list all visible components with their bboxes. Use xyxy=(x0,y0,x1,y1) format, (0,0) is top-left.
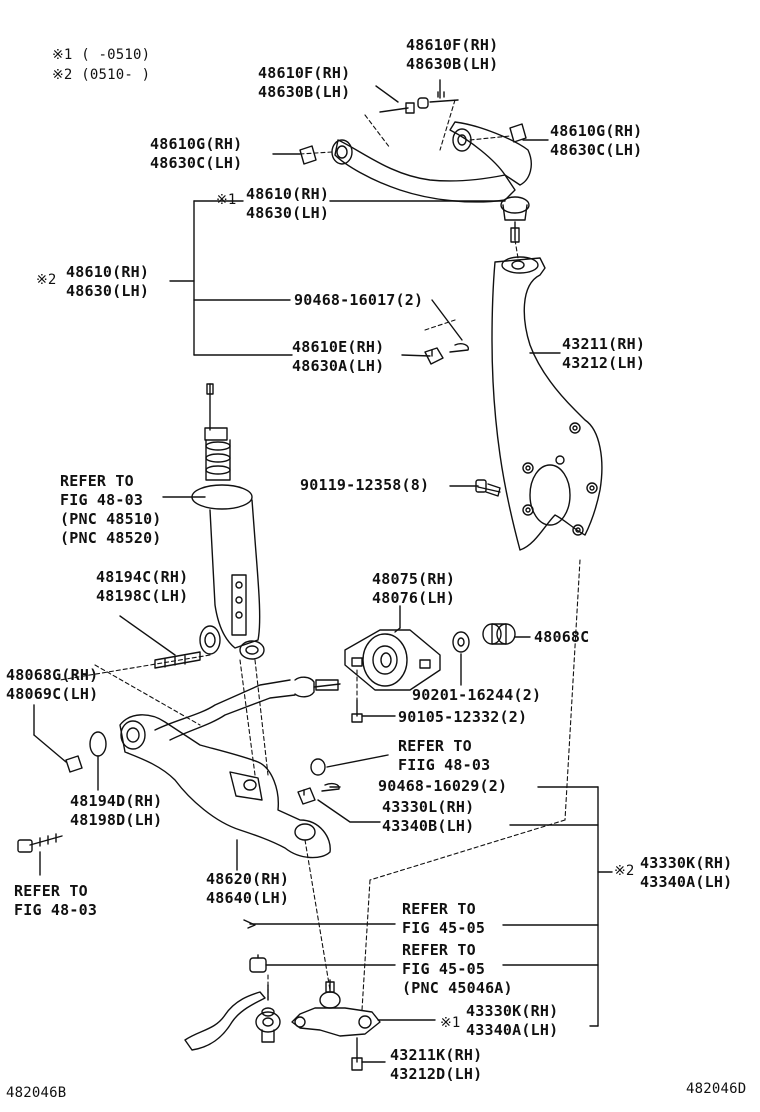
washer-and-nut xyxy=(452,623,516,653)
label-43330K-note2[interactable]: 43330K(RH) 43340A(LH) xyxy=(640,854,733,891)
label-48610G-left[interactable]: 48610G(RH) 48630C(LH) xyxy=(150,135,243,172)
figure-code-left: 482046B xyxy=(6,1085,67,1101)
label-48194C[interactable]: 48194C(RH) 48198C(LH) xyxy=(96,568,189,605)
alignment-lines xyxy=(59,99,581,1011)
label-48620[interactable]: 48620(RH) 48640(LH) xyxy=(206,870,290,907)
lower-ball-joint xyxy=(255,979,381,1071)
knuckle-bolt xyxy=(475,479,501,497)
label-48610G-right[interactable]: 48610G(RH) 48630C(LH) xyxy=(550,122,643,159)
label-90201-16244[interactable]: 90201-16244(2) xyxy=(412,686,542,704)
label-48068C[interactable]: 48068C xyxy=(534,628,590,646)
figure-code-right: 482046D xyxy=(686,1081,747,1097)
label-90468-16017[interactable]: 90468-16017(2) xyxy=(294,291,424,309)
bracket-bolt xyxy=(351,699,363,723)
leader-lines xyxy=(33,79,613,1063)
label-refer-fig-45-05-b[interactable]: REFER TO FIG 45-05 (PNC 45046A) xyxy=(402,941,513,997)
mark-note1-43330K: ※1 xyxy=(440,1015,461,1031)
legend-note-1: ※1 ( -0510) xyxy=(52,47,151,63)
label-refer-fig-48-03-bolt[interactable]: REFER TO FIG 48-03 xyxy=(14,882,98,919)
lower-control-arm xyxy=(119,676,341,859)
shock-absorber xyxy=(191,383,265,660)
label-43211[interactable]: 43211(RH) 43212(LH) xyxy=(562,335,646,372)
mark-note2-48610: ※2 xyxy=(36,272,57,288)
steering-knuckle xyxy=(491,256,603,551)
label-48075[interactable]: 48075(RH) 48076(LH) xyxy=(372,570,456,607)
label-refer-fig-45-05-a[interactable]: REFER TO FIG 45-05 xyxy=(402,900,486,937)
label-48610-note1[interactable]: 48610(RH) 48630(LH) xyxy=(246,185,330,222)
label-48194D[interactable]: 48194D(RH) 48198D(LH) xyxy=(70,792,163,829)
upper-arm-bolts xyxy=(379,91,459,114)
label-48610-note2[interactable]: 48610(RH) 48630(LH) xyxy=(66,263,150,300)
shock-lower-nut xyxy=(297,758,340,805)
mark-note1-48610: ※1 xyxy=(216,192,237,208)
label-90119-12358[interactable]: 90119-12358(8) xyxy=(300,476,430,494)
label-48068G[interactable]: 48068G(RH) 48069C(LH) xyxy=(6,666,99,703)
label-43330L[interactable]: 43330L(RH) 43340B(LH) xyxy=(382,798,475,835)
label-refer-fig-48-03-shock[interactable]: REFER TO FIG 48-03 (PNC 48510) (PNC 4852… xyxy=(60,472,162,547)
mark-note2-43330K: ※2 xyxy=(614,863,635,879)
label-43211K[interactable]: 43211K(RH) 43212D(LH) xyxy=(390,1046,483,1083)
legend-note-2: ※2 (0510- ) xyxy=(52,67,151,83)
stabilizer-parts xyxy=(184,919,269,1051)
castle-nut-and-cotter xyxy=(424,343,469,365)
label-48610F-top[interactable]: 48610F(RH) 48630B(LH) xyxy=(406,36,499,73)
label-refer-fig-48-03-nut[interactable]: REFER TO FIIG 48-03 xyxy=(398,737,491,774)
label-90468-16029[interactable]: 90468-16029(2) xyxy=(378,777,508,795)
label-90105-12332[interactable]: 90105-12332(2) xyxy=(398,708,528,726)
label-48610E[interactable]: 48610E(RH) 48630A(LH) xyxy=(292,338,385,375)
lower-arm-rear-bushing xyxy=(344,627,441,691)
camber-cams xyxy=(299,123,527,165)
upper-control-arm xyxy=(331,121,532,243)
label-48610F-left[interactable]: 48610F(RH) 48630B(LH) xyxy=(258,64,351,101)
label-43330K-note1[interactable]: 43330K(RH) 43340A(LH) xyxy=(466,1002,559,1039)
